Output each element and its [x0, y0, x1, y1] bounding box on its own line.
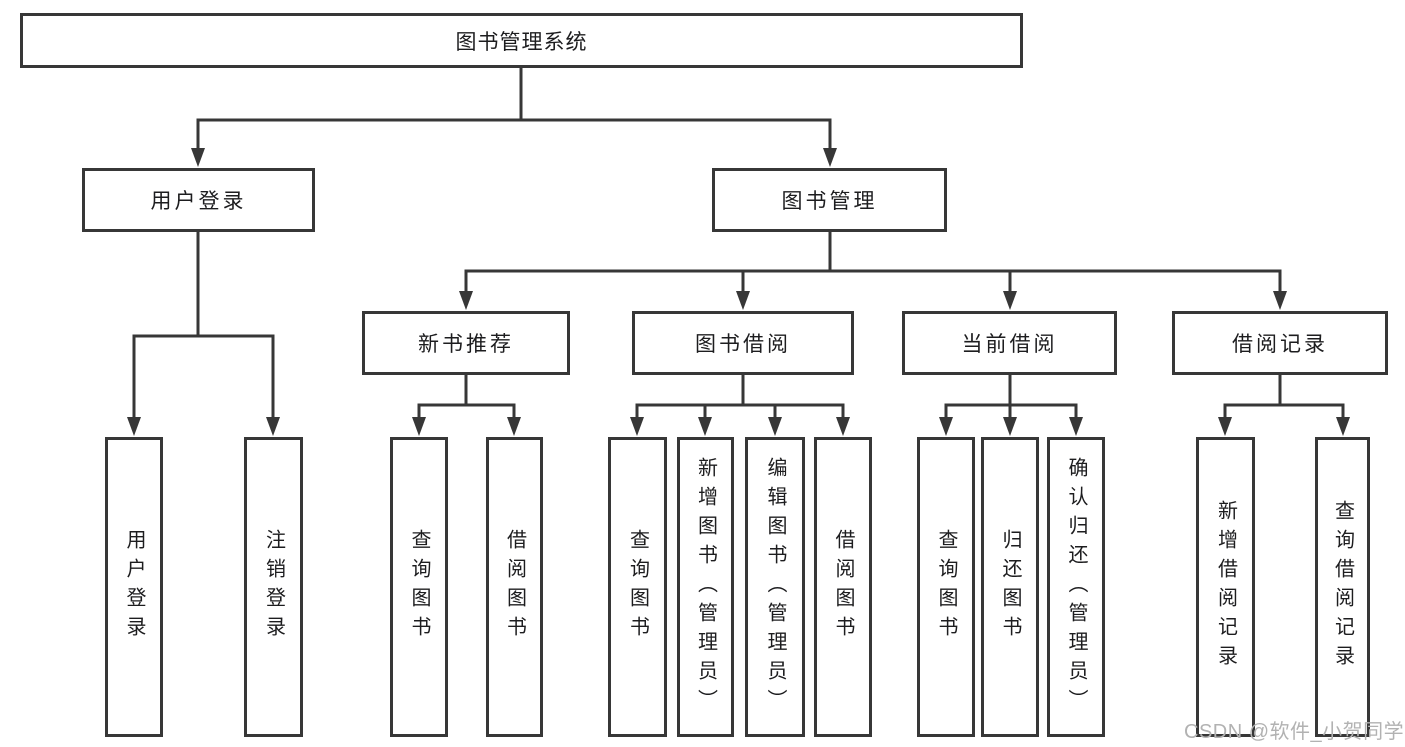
leaf-query-borrow-record-label: 查询借阅记录: [1331, 500, 1354, 674]
node-book-borrowing-label: 图书借阅: [695, 333, 791, 356]
leaf-add-borrow-record-label: 新增借阅记录: [1214, 500, 1237, 674]
node-current-borrowing: 当前借阅: [902, 311, 1117, 375]
leaf-recommend-query-books: 查询图书: [390, 437, 448, 737]
node-user-login: 用户登录: [82, 168, 315, 232]
node-new-book-recommendation-label: 新书推荐: [418, 333, 514, 356]
leaf-return-books: 归还图书: [981, 437, 1039, 737]
node-book-management-label: 图书管理: [781, 190, 878, 213]
node-book-management: 图书管理: [712, 168, 947, 232]
leaf-user-login: 用户登录: [105, 437, 163, 737]
leaf-logout: 注销登录: [244, 437, 303, 737]
leaf-edit-books-admin: 编辑图书（管理员）: [745, 437, 805, 737]
node-book-borrowing: 图书借阅: [632, 311, 854, 375]
node-borrowing-records: 借阅记录: [1172, 311, 1388, 375]
node-user-login-label: 用户登录: [150, 190, 247, 213]
leaf-borrow-books-label: 借阅图书: [832, 529, 854, 645]
node-current-borrowing-label: 当前借阅: [961, 333, 1058, 356]
watermark: CSDN @软件_小贺同学: [1184, 721, 1405, 743]
leaf-add-borrow-record: 新增借阅记录: [1196, 437, 1255, 737]
leaf-logout-label: 注销登录: [262, 529, 285, 645]
node-borrowing-records-label: 借阅记录: [1232, 333, 1328, 356]
leaf-recommend-borrow-books-label: 借阅图书: [503, 529, 526, 645]
leaf-query-borrow-record: 查询借阅记录: [1315, 437, 1370, 737]
leaf-current-query-books-label: 查询图书: [935, 529, 957, 645]
leaf-return-books-label: 归还图书: [999, 529, 1021, 645]
leaf-borrow-query-books: 查询图书: [608, 437, 667, 737]
node-new-book-recommendation: 新书推荐: [362, 311, 570, 375]
leaf-add-books-admin-label: 新增图书（管理员）: [694, 456, 717, 718]
node-root-system: 图书管理系统: [20, 13, 1023, 68]
leaf-confirm-return-admin-label: 确认归还（管理员）: [1065, 456, 1087, 718]
leaf-recommend-query-books-label: 查询图书: [408, 529, 430, 645]
leaf-borrow-query-books-label: 查询图书: [626, 529, 649, 645]
leaf-current-query-books: 查询图书: [917, 437, 975, 737]
leaf-confirm-return-admin: 确认归还（管理员）: [1047, 437, 1105, 737]
leaf-add-books-admin: 新增图书（管理员）: [677, 437, 734, 737]
leaf-recommend-borrow-books: 借阅图书: [486, 437, 543, 737]
leaf-edit-books-admin-label: 编辑图书（管理员）: [764, 456, 786, 718]
leaf-user-login-label: 用户登录: [123, 529, 145, 645]
leaf-borrow-books: 借阅图书: [814, 437, 872, 737]
node-root-label: 图书管理系统: [455, 30, 588, 54]
